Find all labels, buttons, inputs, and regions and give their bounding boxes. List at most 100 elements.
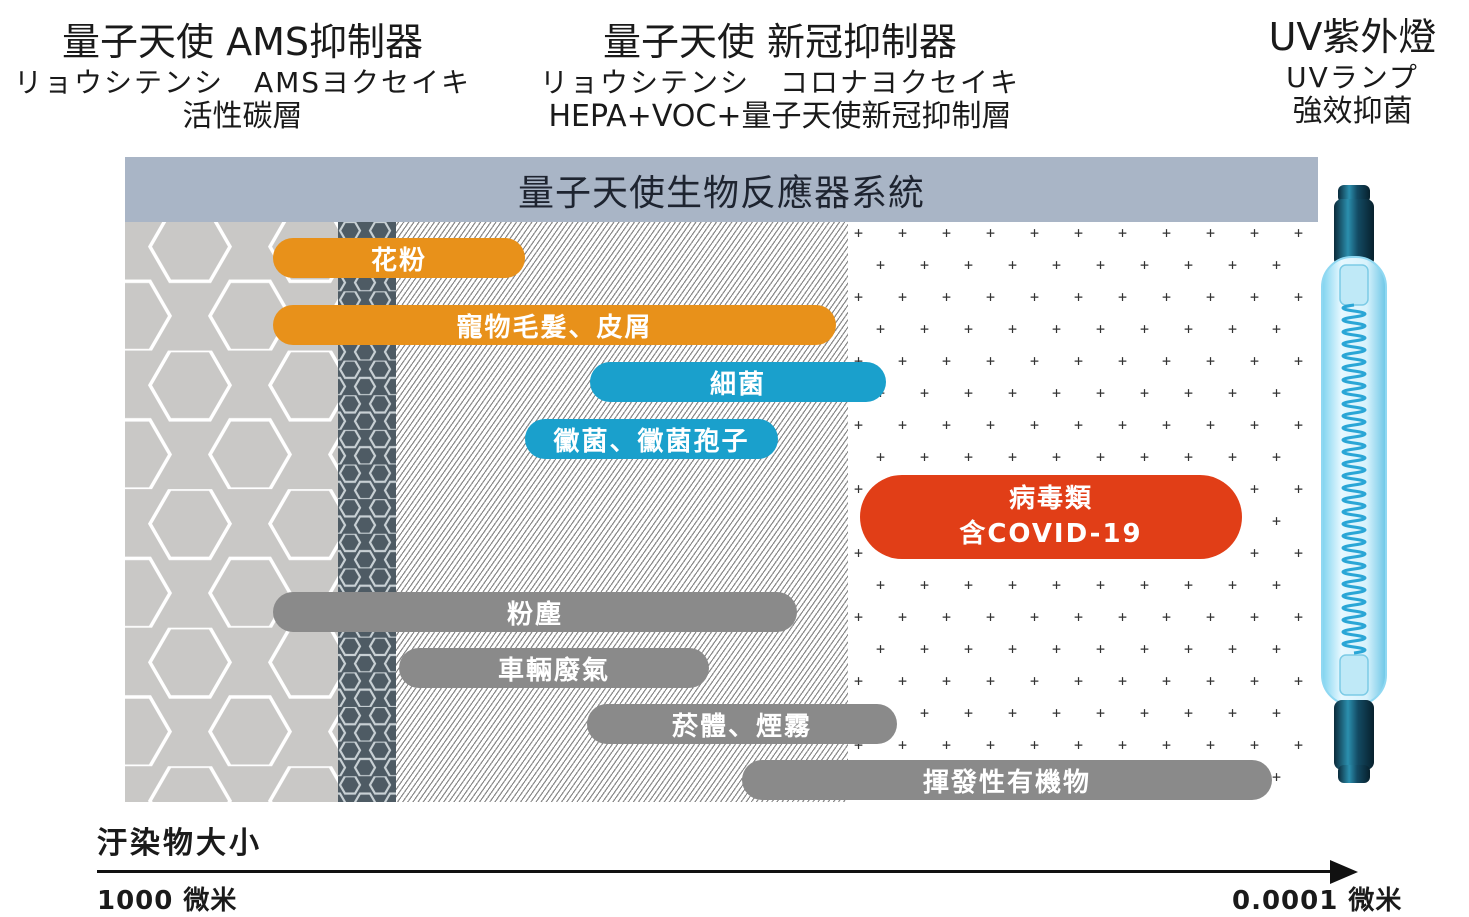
pollutant-pet-hair: 寵物毛髮、皮屑	[273, 305, 836, 345]
plus-mark: +	[1294, 416, 1304, 434]
plus-mark: +	[1052, 576, 1062, 594]
plus-mark: +	[898, 608, 908, 626]
pollutant-pollen: 花粉	[273, 238, 525, 278]
plus-mark: +	[876, 640, 886, 658]
plus-mark: +	[1228, 576, 1238, 594]
plus-mark: +	[1008, 576, 1018, 594]
header-covid-layer: HEPA+VOC+量子天使新冠抑制層	[548, 99, 1012, 135]
plus-mark: +	[920, 576, 930, 594]
plus-mark: +	[1206, 352, 1216, 370]
plus-mark: +	[1052, 640, 1062, 658]
plus-mark: +	[1008, 384, 1018, 402]
plus-mark: +	[942, 608, 952, 626]
plus-mark: +	[1118, 224, 1128, 242]
plus-mark: +	[1294, 672, 1304, 690]
plus-mark: +	[1030, 672, 1040, 690]
plus-mark: +	[1206, 736, 1216, 754]
plus-mark: +	[1250, 224, 1260, 242]
plus-mark: +	[854, 544, 864, 562]
plus-mark: +	[854, 288, 864, 306]
plus-mark: +	[1206, 416, 1216, 434]
plus-mark: +	[1184, 384, 1194, 402]
plus-mark: +	[1272, 320, 1282, 338]
plus-mark: +	[1184, 320, 1194, 338]
plus-mark: +	[1118, 736, 1128, 754]
plus-mark: +	[1272, 512, 1282, 530]
plus-mark: +	[1052, 384, 1062, 402]
plus-mark: +	[1052, 320, 1062, 338]
plus-mark: +	[1140, 704, 1150, 722]
pollutant-voc-label: 揮發性有機物	[922, 767, 1091, 798]
pollutant-virus-label: 病毒類	[1008, 483, 1093, 514]
header-ams: 量子天使 AMS抑制器 リョウシテンシ AMSヨクセイキ 活性碳層	[10, 20, 475, 135]
pollutant-exhaust: 車輛廢氣	[399, 648, 709, 688]
plus-mark: +	[1272, 768, 1282, 786]
plus-mark: +	[854, 672, 864, 690]
plus-mark: +	[1228, 320, 1238, 338]
plus-mark: +	[898, 224, 908, 242]
header-covid-reading: リョウシテンシ コロナヨクセイキ	[539, 65, 1020, 99]
plus-mark: +	[1228, 640, 1238, 658]
plus-mark: +	[1074, 288, 1084, 306]
plus-mark: +	[1096, 256, 1106, 274]
plus-mark: +	[1052, 256, 1062, 274]
plus-mark: +	[1294, 544, 1304, 562]
pollutant-dust: 粉塵	[273, 592, 797, 632]
plus-mark: +	[942, 672, 952, 690]
plus-mark: +	[920, 256, 930, 274]
plus-mark: +	[1206, 288, 1216, 306]
plus-mark: +	[1294, 224, 1304, 242]
plus-mark: +	[876, 448, 886, 466]
plus-mark: +	[1096, 448, 1106, 466]
plus-mark: +	[1162, 416, 1172, 434]
plus-mark: +	[898, 736, 908, 754]
plus-mark: +	[1162, 352, 1172, 370]
plus-mark: +	[854, 224, 864, 242]
plus-mark: +	[942, 736, 952, 754]
plus-mark: +	[1162, 288, 1172, 306]
size-axis-line	[97, 870, 1342, 873]
plus-mark: +	[1118, 352, 1128, 370]
plus-mark: +	[854, 736, 864, 754]
plus-mark: +	[1162, 736, 1172, 754]
plus-mark: +	[1096, 576, 1106, 594]
plus-mark: +	[1272, 576, 1282, 594]
plus-mark: +	[1118, 608, 1128, 626]
plus-mark: +	[1030, 416, 1040, 434]
plus-mark: +	[920, 448, 930, 466]
plus-mark: +	[1030, 288, 1040, 306]
plus-mark: +	[920, 704, 930, 722]
uv-lamp-icon	[1321, 185, 1387, 783]
plus-mark: +	[1140, 384, 1150, 402]
plus-mark: +	[986, 224, 996, 242]
plus-mark: +	[1250, 352, 1260, 370]
plus-mark: +	[1250, 608, 1260, 626]
plus-mark: +	[1184, 448, 1194, 466]
arrow-right-icon	[1330, 860, 1358, 884]
plus-mark: +	[964, 448, 974, 466]
pollutant-bacteria: 細菌	[590, 362, 886, 402]
plus-mark: +	[1030, 224, 1040, 242]
plus-mark: +	[1272, 704, 1282, 722]
plus-mark: +	[1140, 256, 1150, 274]
plus-mark: +	[898, 352, 908, 370]
plus-mark: +	[942, 416, 952, 434]
plus-mark: +	[964, 576, 974, 594]
plus-mark: +	[1052, 448, 1062, 466]
plus-mark: +	[1294, 480, 1304, 498]
pollutant-bacteria-label: 細菌	[709, 369, 766, 400]
plus-mark: +	[1096, 320, 1106, 338]
plus-mark: +	[1294, 288, 1304, 306]
plus-mark: +	[854, 352, 864, 370]
plus-mark: +	[1030, 608, 1040, 626]
plus-mark: +	[1272, 384, 1282, 402]
plus-mark: +	[1118, 288, 1128, 306]
plus-mark: +	[986, 672, 996, 690]
plus-mark: +	[1228, 384, 1238, 402]
plus-mark: +	[942, 352, 952, 370]
plus-mark: +	[964, 640, 974, 658]
header-uv-effect: 強效抑菌	[1292, 94, 1413, 130]
axis-title: 汙染物大小	[97, 826, 262, 861]
header-uv-title: UV紫外燈	[1268, 15, 1437, 59]
header-ams-layer: 活性碳層	[182, 99, 303, 135]
